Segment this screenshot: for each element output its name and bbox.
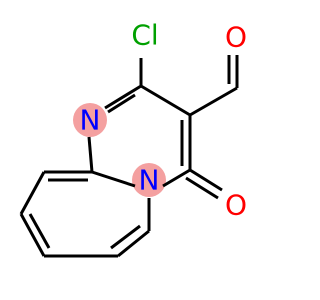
ring-nitrogen-highlight <box>73 103 107 137</box>
aldehyde-oxygen-atom-label: O <box>225 21 247 54</box>
bond-c4-o-double <box>185 176 219 200</box>
bonds <box>19 55 239 258</box>
molecule-structure: Cl N N O O <box>19 19 248 258</box>
bond-c8-c7 <box>19 213 46 257</box>
bridgehead-nitrogen-highlight <box>132 163 166 197</box>
bond-n5-c9a <box>91 170 136 188</box>
atom-labels: Cl N N O O <box>80 19 248 222</box>
bond-c2-n1-inner <box>107 93 136 114</box>
bond-c2-c3 <box>140 84 191 117</box>
chlorine-atom-label: Cl <box>131 19 158 52</box>
bond-c9-c8 <box>19 171 46 215</box>
bond-c6-c5-inner <box>110 224 141 250</box>
ring-nitrogen-atom-label: N <box>80 104 101 137</box>
bond-c4-n5 <box>162 168 191 188</box>
bond-n1-c9a <box>87 136 94 173</box>
bond-c6-c5 <box>117 229 150 258</box>
bond-c3-cho <box>189 86 238 117</box>
ketone-oxygen-atom-label: O <box>225 189 247 222</box>
bridgehead-nitrogen-atom-label: N <box>139 164 160 197</box>
bond-c2-n1 <box>104 84 142 110</box>
bond-c8-c7-inner <box>28 213 51 249</box>
bond-c4-o <box>189 168 223 192</box>
